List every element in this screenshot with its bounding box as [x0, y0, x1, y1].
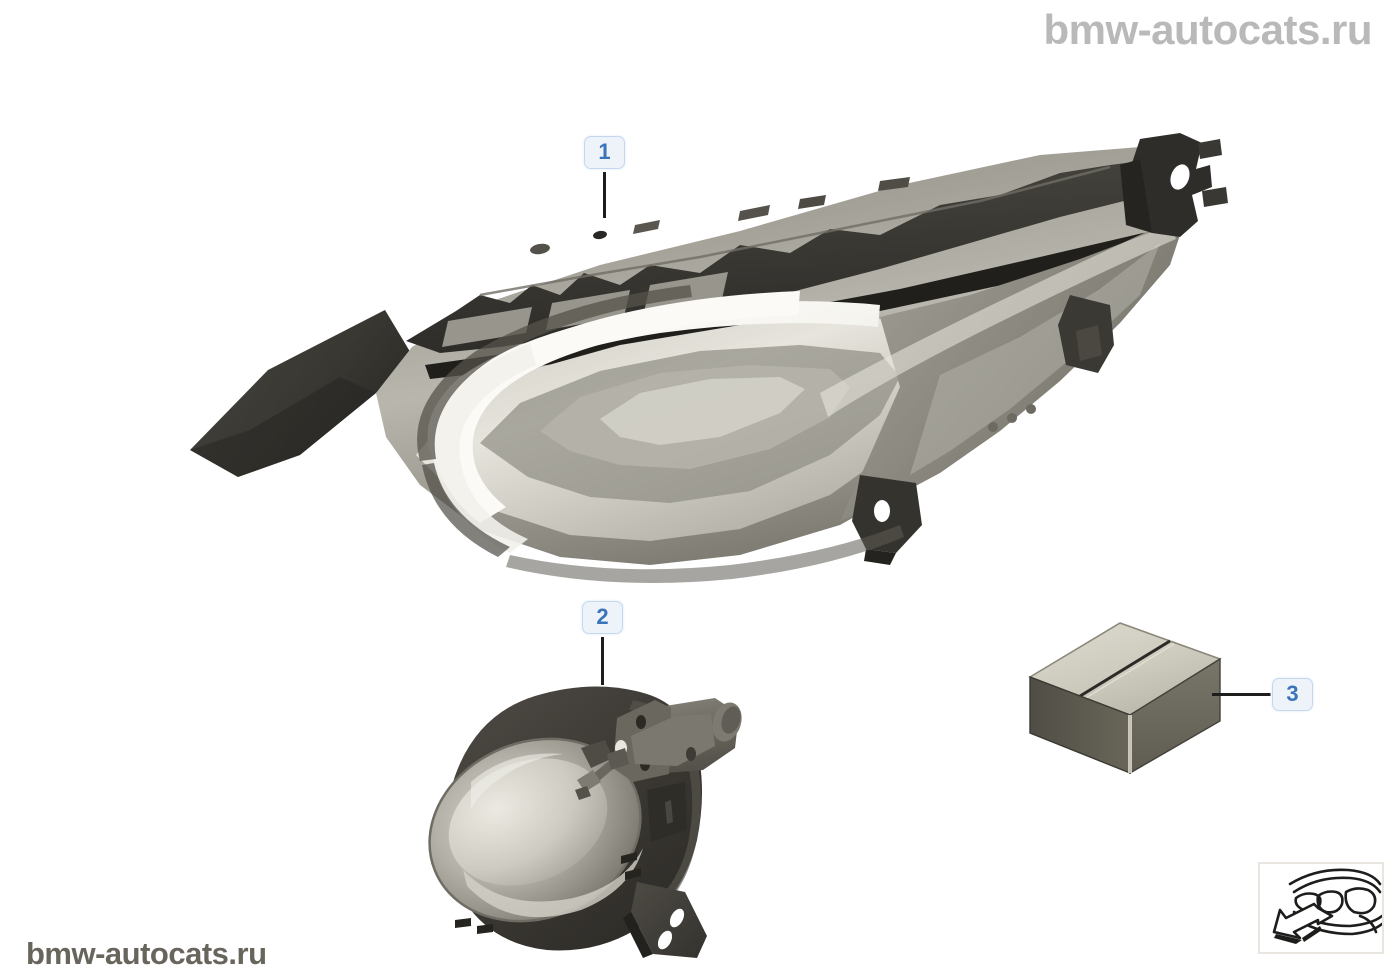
headlight-left-wing: [190, 310, 412, 477]
watermark-top-right: bmw-autocats.ru: [1043, 6, 1372, 53]
fog-light[interactable]: [385, 670, 755, 960]
headlight-lower-mount-tab: [852, 475, 922, 565]
fog-light-mount-bracket: [623, 882, 707, 958]
callout-2-leader-line: [601, 637, 604, 685]
vehicle-front-location-thumbnail[interactable]: [1258, 862, 1384, 954]
parts-box-corner-highlight: [1128, 715, 1132, 773]
location-arrow-icon: [1272, 902, 1334, 944]
parts-box[interactable]: [1020, 615, 1230, 780]
fog-light-rim-notches: [455, 852, 641, 934]
headlight-right-extension: [840, 191, 1190, 521]
callout-1-leader-line: [603, 172, 606, 218]
headlight-right-mount-bracket: [1120, 133, 1228, 237]
parts-box-seam: [1071, 639, 1171, 703]
callout-1-badge[interactable]: 1: [584, 136, 625, 169]
headlight-assembly[interactable]: [180, 125, 1240, 585]
watermark-bottom-left: bmw-autocats.ru: [26, 936, 267, 971]
headlight-corona-outline: [417, 285, 692, 557]
callout-3-leader-line: [1212, 693, 1274, 696]
headlight-led-corona-ring: [427, 291, 880, 553]
fog-light-bulb-socket: [613, 698, 742, 782]
fog-light-housing-boss: [581, 740, 629, 770]
fog-light-lens: [428, 737, 643, 923]
callout-2-badge[interactable]: 2: [582, 601, 623, 634]
headlight-bottom-shadow: [506, 525, 904, 583]
headlight-lens-pocket: [416, 317, 970, 541]
callout-3-badge[interactable]: 3: [1272, 678, 1313, 711]
headlight-housing-clips: [530, 177, 910, 255]
headlight-mid-mount-tab: [1058, 295, 1114, 373]
fog-light-side-panel: [647, 782, 687, 842]
headlight-glass-highlight: [820, 221, 1176, 417]
